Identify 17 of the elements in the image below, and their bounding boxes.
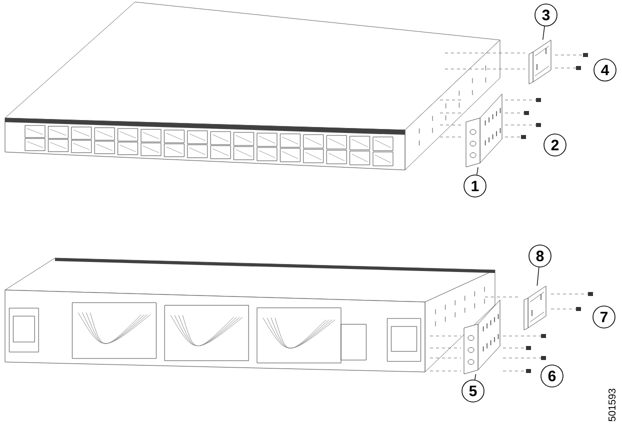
mounting-bracket: [466, 94, 502, 168]
callout-number: 2: [544, 134, 566, 156]
rear-bracket: [524, 286, 546, 330]
callout-number: 8: [528, 244, 552, 268]
callout-number: 3: [534, 4, 558, 26]
callout-number: 7: [592, 306, 616, 328]
callout-number: 4: [594, 58, 616, 82]
leader-line: [476, 166, 478, 176]
callout-number: 6: [540, 364, 564, 388]
rear-bracket: [528, 40, 552, 84]
figure-number: 501593: [608, 388, 616, 422]
leader-line: [542, 26, 545, 40]
callout-number: 5: [462, 380, 484, 402]
leader-line: [536, 267, 540, 286]
leader-line: [474, 374, 476, 380]
callout-number: 1: [464, 174, 486, 198]
mounting-bracket: [464, 300, 500, 374]
